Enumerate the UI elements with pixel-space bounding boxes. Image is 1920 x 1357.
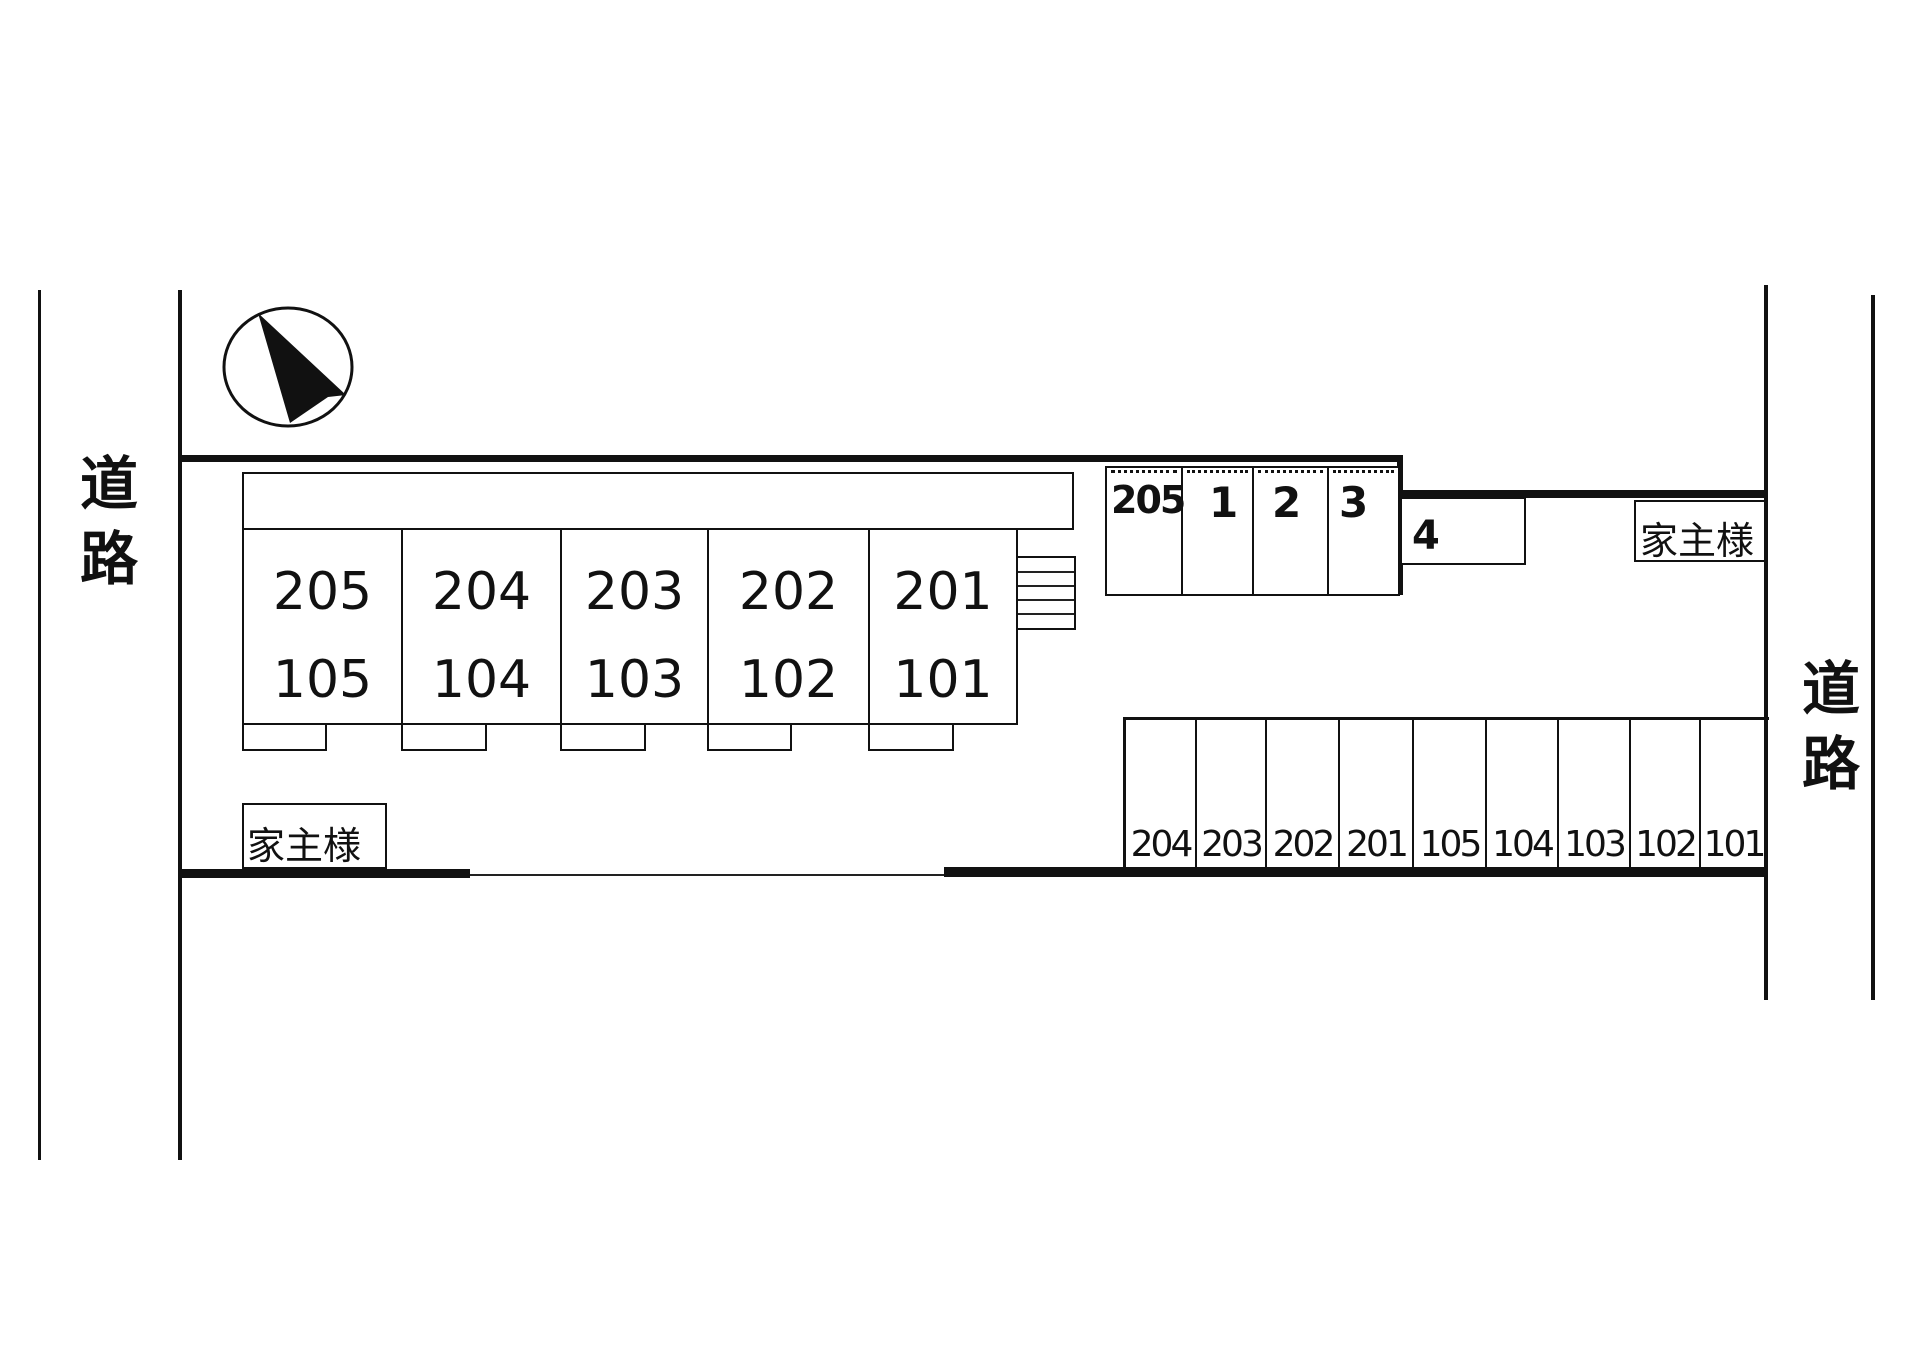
top-parking-space: 2 <box>1254 468 1329 594</box>
parking-label: 203 <box>1201 824 1264 865</box>
bottom-parking-space: 103 <box>1559 720 1631 869</box>
building-corridor <box>242 472 1074 530</box>
parking-label: 204 <box>1130 824 1194 865</box>
balcony <box>401 723 487 751</box>
boundary-top-right <box>1397 490 1765 498</box>
left-road-inner-edge <box>178 290 182 1160</box>
boundary-bottom-left <box>180 869 470 878</box>
bottom-parking-space: 102 <box>1631 720 1701 869</box>
unit-label-lower: 105 <box>272 650 373 710</box>
balcony <box>707 723 792 751</box>
right-road-label-1: 道 <box>1802 655 1861 723</box>
bottom-parking-area: 204 203 202 201 105 104 103 102 101 <box>1123 717 1769 872</box>
landlord-label: 家主様 <box>247 824 362 868</box>
staircase <box>1018 556 1076 630</box>
parking-label: 202 <box>1272 824 1336 865</box>
unit-column-4: 202 102 <box>709 530 870 723</box>
top-parking-space: 1 <box>1183 468 1254 594</box>
top-parking-space: 205 <box>1107 468 1186 594</box>
entrance-line <box>470 874 945 876</box>
landlord-house-right: 家主様 <box>1634 500 1766 563</box>
left-road-label-2: 路 <box>80 525 139 593</box>
unit-label-lower: 104 <box>431 650 532 710</box>
right-road-inner-edge <box>1764 285 1768 1000</box>
parking-label: 4 <box>1412 513 1440 559</box>
balcony <box>242 723 327 751</box>
parking-label: 2 <box>1272 478 1302 527</box>
left-road-label-1: 道 <box>80 450 139 518</box>
top-parking-space: 3 <box>1329 468 1398 594</box>
parking-space-4: 4 <box>1400 497 1526 565</box>
bottom-parking-space: 204 <box>1126 720 1197 869</box>
parking-label: 201 <box>1346 824 1409 865</box>
unit-column-3: 203 103 <box>562 530 709 723</box>
unit-label-lower: 102 <box>738 650 839 710</box>
unit-column-1: 205 105 <box>244 530 403 723</box>
balcony <box>560 723 646 751</box>
balcony <box>868 723 954 751</box>
unit-label-upper: 205 <box>272 562 373 622</box>
unit-label-upper: 204 <box>431 562 532 622</box>
unit-column-5: 201 101 <box>870 530 1016 723</box>
landlord-label: 家主様 <box>1640 519 1755 563</box>
parking-label: 102 <box>1635 824 1698 865</box>
unit-label-upper: 201 <box>893 562 993 622</box>
bottom-parking-space: 201 <box>1340 720 1414 869</box>
unit-label-upper: 203 <box>584 562 685 622</box>
parking-label: 101 <box>1703 824 1767 865</box>
landlord-house-left: 家主様 <box>242 803 387 869</box>
parking-label: 103 <box>1564 824 1627 865</box>
unit-column-2: 204 104 <box>403 530 562 723</box>
unit-label-upper: 202 <box>738 562 839 622</box>
north-arrow-icon <box>222 306 354 428</box>
right-road-outer-edge <box>1871 295 1875 1000</box>
bottom-parking-space: 104 <box>1487 720 1559 869</box>
unit-label-lower: 103 <box>584 650 685 710</box>
parking-label: 205 <box>1111 478 1186 522</box>
parking-label: 104 <box>1492 824 1555 865</box>
bottom-parking-space: 203 <box>1197 720 1267 869</box>
boundary-top-left <box>180 455 1402 462</box>
bottom-parking-space: 202 <box>1267 720 1340 869</box>
boundary-bottom-right <box>944 867 1764 877</box>
parking-label: 3 <box>1339 478 1369 527</box>
left-road-outer-edge <box>38 290 41 1160</box>
building-body <box>242 528 1018 725</box>
parking-label: 105 <box>1419 824 1483 865</box>
right-road-label-2: 路 <box>1802 730 1861 798</box>
unit-label-lower: 101 <box>893 650 993 710</box>
bottom-parking-space: 105 <box>1414 720 1487 869</box>
parking-label: 1 <box>1209 478 1239 527</box>
bottom-parking-space: 101 <box>1701 720 1767 869</box>
